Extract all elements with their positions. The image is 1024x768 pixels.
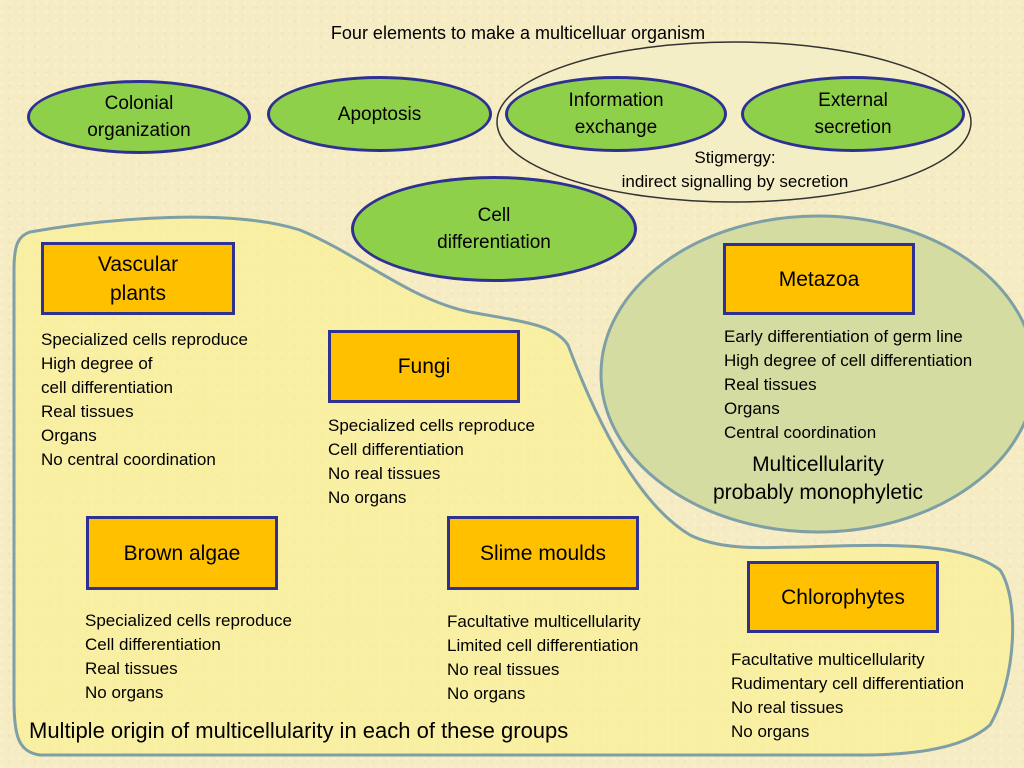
- stigmergy-label: Stigmergy:indirect signalling by secreti…: [621, 148, 849, 191]
- slide-title: Four elements to make a multicelluar org…: [330, 23, 706, 43]
- chlorophytes-box: Chlorophytes: [747, 561, 939, 633]
- metazoa-box: Metazoa: [723, 243, 915, 315]
- slime-moulds-box: Slime moulds: [447, 516, 639, 590]
- brown-algae-box: Brown algae: [86, 516, 278, 590]
- apoptosis-oval: Apoptosis: [267, 76, 492, 152]
- fungi-box: Fungi: [328, 330, 520, 403]
- metazoa-region: [599, 214, 1024, 534]
- multiple-origin-label: Multiple origin of multicellularity in e…: [29, 718, 569, 743]
